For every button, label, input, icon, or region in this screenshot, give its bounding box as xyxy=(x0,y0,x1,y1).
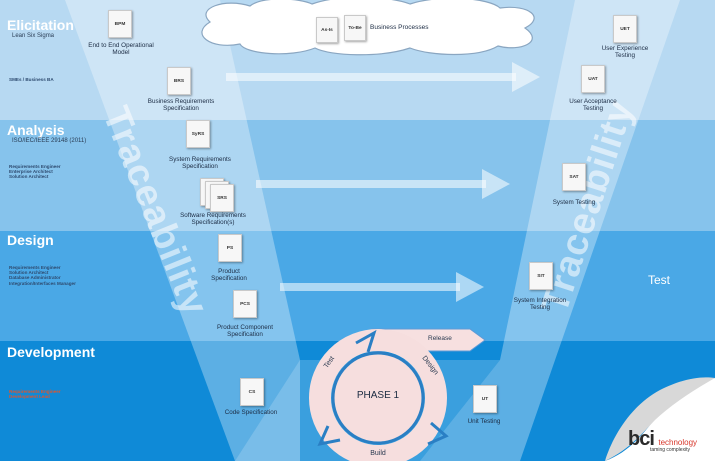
ut-caption: Unit Testing xyxy=(467,418,501,425)
brs-document-icon: BRS xyxy=(167,67,191,95)
ps-caption: Product Specification xyxy=(211,268,247,283)
phase-design-title: Design xyxy=(7,232,54,248)
business-processes-cloud xyxy=(201,0,535,56)
bpm-document-icon: BPM xyxy=(108,10,132,38)
pcs-caption: Product Component Specification xyxy=(216,324,273,339)
syrs-caption: System Requirements Specification xyxy=(169,156,231,171)
test-label: Test xyxy=(648,273,671,287)
uat-document-icon: UAT xyxy=(581,65,605,93)
uet-caption: User Experience Testing xyxy=(601,45,649,60)
cs-caption: Code Specification xyxy=(224,409,278,416)
design-roles: Requirements Engineer Solution Architect… xyxy=(9,265,76,286)
cs-document-icon: CS xyxy=(240,378,264,406)
page-curl xyxy=(605,378,715,461)
ps-document-icon: PS xyxy=(218,234,242,262)
verification-arrows xyxy=(226,62,540,302)
bci-technology-logo: bci technology taming complexity xyxy=(628,428,697,453)
analysis-band xyxy=(0,120,715,231)
arrow-srs-sat-head xyxy=(482,169,510,199)
arrow-brs-uat xyxy=(226,73,516,81)
srs-caption: Software Requirements Specification(s) xyxy=(180,212,246,227)
ut-document-icon: UT xyxy=(473,385,497,413)
arrow-ps-sit-head xyxy=(456,272,484,302)
phase-center-disc xyxy=(331,351,425,445)
srs-document-icon: SRS xyxy=(210,184,234,212)
arrow-srs-sat xyxy=(256,180,486,188)
arrow-brs-uat-head xyxy=(512,62,540,92)
cycle-release-label: Release xyxy=(428,335,452,342)
phase-cycle-ring xyxy=(309,329,447,461)
v-left-arm xyxy=(65,0,300,461)
phase-elicitation-title: Elicitation xyxy=(7,17,74,33)
logo-tagline: taming complexity xyxy=(650,447,691,453)
phase-elicitation-subtitle: Lean Six Sigma xyxy=(12,33,55,39)
brs-caption: Business Requirements Specification xyxy=(147,98,215,113)
sit-document-icon: SIT xyxy=(529,262,553,290)
pcs-document-icon: PCS xyxy=(233,290,257,318)
phase-center-label: PHASE 1 xyxy=(356,390,400,401)
syrs-document-icon: SyRS xyxy=(186,120,210,148)
development-roles: Requirements Engineer Development Lead xyxy=(9,389,61,400)
sat-document-icon: SAT xyxy=(562,163,586,191)
bpm-caption: End to End Operational Model xyxy=(88,42,154,57)
to-be-document-icon: To-Be xyxy=(344,15,366,41)
cycle-dividers xyxy=(317,329,449,447)
cycle-build-label: Build xyxy=(370,450,386,457)
sat-caption: System Testing xyxy=(552,199,596,206)
as-is-document-icon: As-Is xyxy=(316,17,338,43)
business-processes-label: Business Processes xyxy=(370,24,429,31)
phase-development-title: Development xyxy=(7,344,95,360)
uet-document-icon: UET xyxy=(613,15,637,43)
arrow-ps-sit xyxy=(280,283,460,291)
v-right-arm xyxy=(420,0,680,461)
phase-analysis-title: Analysis xyxy=(7,122,65,138)
sit-caption: System Integration Testing xyxy=(513,297,567,312)
analysis-roles: Requirements Engineer Enterprise Archite… xyxy=(9,164,61,180)
uat-caption: User Acceptance Testing xyxy=(569,98,617,113)
logo-word: technology xyxy=(658,438,698,447)
page-curl-shadow xyxy=(605,377,715,461)
logo-mark: bci xyxy=(628,428,655,450)
phase-analysis-subtitle: ISO/IEC/IEEE 29148 (2011) xyxy=(12,138,87,144)
elicitation-roles: SMEs / Business BA xyxy=(9,77,54,82)
